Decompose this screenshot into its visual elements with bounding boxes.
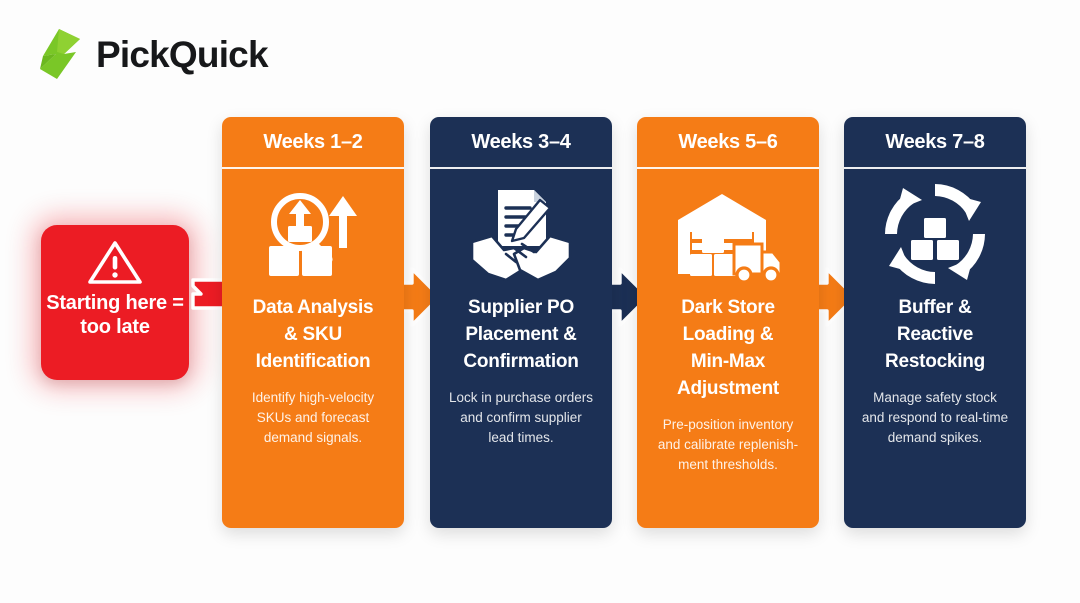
circular-arrows-boxes-restock-icon [844,169,1026,291]
step-card-weeks-3-4: Weeks 3–4 [430,117,612,528]
magnifier-boxes-growth-arrow-icon [222,169,404,291]
step-description: Manage safety stock and respond to real-… [861,389,1009,445]
step-title: Data Analysis & SKU Identification [252,297,374,372]
starting-too-late-alert-badge: Starting here = too late [41,225,189,380]
step-card-header: Weeks 5–6 [637,117,819,169]
step-card-header: Weeks 7–8 [844,117,1026,169]
step-header-label: Weeks 5–6 [678,130,778,153]
step-title: Supplier PO Placement & Confirmation [463,297,579,372]
step-card-body: Supplier PO Placement & Confirmation Loc… [430,291,612,528]
warning-triangle-icon [87,239,143,286]
step-description: Identify high-velocity SKUs and forecast… [251,389,375,445]
step-description: Lock in purchase orders and confirm supp… [448,389,594,445]
brand-name: PickQuick [96,33,269,75]
step-card-body: Data Analysis & SKU Identification Ident… [222,291,404,528]
green-bolt-logo-icon [36,28,82,80]
step-title: Buffer & Reactive Restocking [885,297,985,372]
step-card-weeks-1-2: Weeks 1–2 [222,117,404,528]
step-header-label: Weeks 7–8 [885,130,985,153]
step-card-body: Buffer & Reactive Restocking Manage safe… [844,291,1026,528]
step-card-weeks-7-8: Weeks 7–8 [844,117,1026,528]
step-card-body: Dark Store Loading & Min-Max Adjustment … [637,291,819,528]
step-card-weeks-5-6: Weeks 5–6 [637,117,819,528]
handshake-contract-signing-icon [430,169,612,291]
step-description: Pre-position inventory and calibrate rep… [657,416,799,472]
step-card-header: Weeks 3–4 [430,117,612,169]
step-header-label: Weeks 3–4 [471,130,571,153]
step-title: Dark Store Loading & Min-Max Adjustment [677,297,779,399]
alert-text: Starting here = too late [46,292,184,339]
step-card-header: Weeks 1–2 [222,117,404,169]
step-header-label: Weeks 1–2 [263,130,363,153]
brand-logo: PickQuick [36,28,269,80]
warehouse-truck-boxes-icon [637,169,819,291]
